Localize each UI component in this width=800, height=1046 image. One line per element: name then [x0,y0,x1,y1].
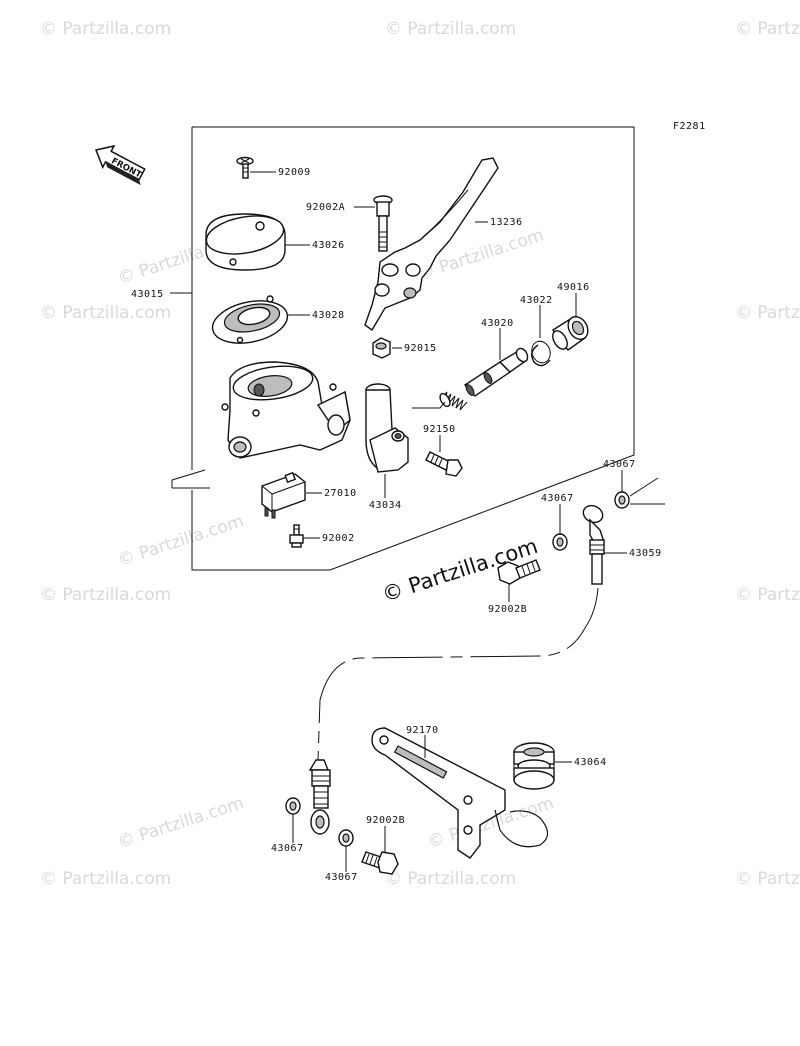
bolt-92150 [425,451,463,477]
bracket-92170 [371,727,548,859]
part-label-43064: 43064 [574,757,607,768]
part-label-43059: 43059 [629,548,662,559]
pivot-bolt-92002A [373,195,393,252]
washer-43067-b [552,533,568,551]
reservoir-cap-43026 [205,213,286,271]
part-label-43022: 43022 [520,295,553,306]
diaphragm-43028 [211,295,289,344]
circlip-43022 [531,340,551,367]
watermark: © Partzilla.com [385,19,516,39]
hose-fitting-lower [308,759,331,835]
part-label-43015: 43015 [131,289,164,300]
dust-boot-49016 [551,315,589,351]
screw-92009 [236,156,254,179]
nut-92015 [372,337,391,359]
part-label-92002A: 92002A [306,202,345,213]
part-label-43067-b: 43067 [541,493,574,504]
front-arrow-icon: FRONT [94,144,146,186]
part-label-92002B-bottom: 92002B [366,815,405,826]
part-label-49016: 49016 [557,282,590,293]
banjo-fitting-43059 [582,504,605,585]
part-label-43020: 43020 [481,318,514,329]
part-label-92009: 92009 [278,167,311,178]
watermark: © Partzilla.com [115,793,246,853]
assembly-frame [171,126,635,571]
washer-43067-d [338,829,354,847]
part-label-43034: 43034 [369,500,402,511]
watermark: © Partzilla.com [40,585,171,605]
part-label-92002B-top: 92002B [488,604,527,615]
part-label-43067-d: 43067 [325,872,358,883]
watermark: © Partzilla.com [115,511,246,571]
banjo-bolt-92002B-top [497,559,541,585]
watermark: © Partzilla.com [385,869,516,889]
part-label-92150: 92150 [423,424,456,435]
part-label-43026: 43026 [312,240,345,251]
watermark: © Partzilla.com [735,869,800,889]
part-label-92002: 92002 [322,533,355,544]
part-label-43067-a: 43067 [603,459,636,470]
washer-43067-a [614,491,630,509]
part-label-13236: 13236 [490,217,523,228]
watermark: © Partzilla.com [735,19,800,39]
part-label-92170: 92170 [406,725,439,736]
watermark: © Partzilla.com [40,19,171,39]
washer-43067-c [285,797,301,815]
figure-code: F2281 [673,121,706,132]
watermark: © Partzilla.com [735,303,800,323]
part-label-43067-c: 43067 [271,843,304,854]
screw-92002 [289,524,304,548]
banjo-bolt-92002B-bottom [361,851,399,875]
part-label-43028: 43028 [312,310,345,321]
watermark: © Partzilla.com [40,303,171,323]
brake-lever-13236 [364,157,499,332]
part-label-92015: 92015 [404,343,437,354]
grommet-43064 [513,742,555,790]
part-label-27010: 27010 [324,488,357,499]
watermark: © Partzilla.com [735,585,800,605]
clamp-43034 [365,383,409,473]
watermark: © Partzilla.com [40,869,171,889]
piston-43020 [439,347,529,411]
master-cylinder-body [221,361,351,459]
switch-27010 [261,471,306,519]
